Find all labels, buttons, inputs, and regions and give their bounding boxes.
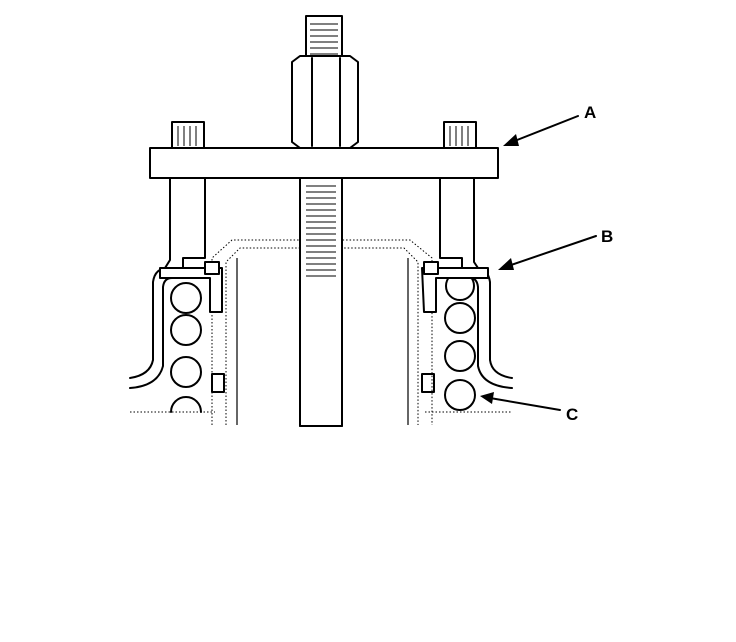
- center-screw: [299, 15, 343, 427]
- bolt-head-right: [443, 121, 477, 149]
- bearing-balls-left: [170, 282, 202, 413]
- puller-leg-right: [439, 177, 479, 269]
- callout-b-label: B: [601, 227, 613, 246]
- callout-a-label: A: [584, 103, 596, 122]
- callout-c: C: [480, 392, 578, 424]
- bearing-balls-right: [444, 271, 476, 411]
- housing-left-flange-inner: [129, 277, 183, 389]
- puller-crossbar: [149, 147, 499, 179]
- bolt-head-left: [171, 121, 205, 149]
- puller-leg-left: [164, 177, 206, 269]
- screw-thread-upper: [310, 23, 338, 55]
- callout-a: A: [503, 103, 596, 146]
- puller-legs: [159, 177, 489, 313]
- bearing-balls: [170, 271, 476, 413]
- callout-c-label: C: [566, 405, 578, 424]
- hex-nut: [291, 55, 359, 149]
- screw-thread-lower: [306, 185, 336, 277]
- callout-b: B: [498, 227, 613, 270]
